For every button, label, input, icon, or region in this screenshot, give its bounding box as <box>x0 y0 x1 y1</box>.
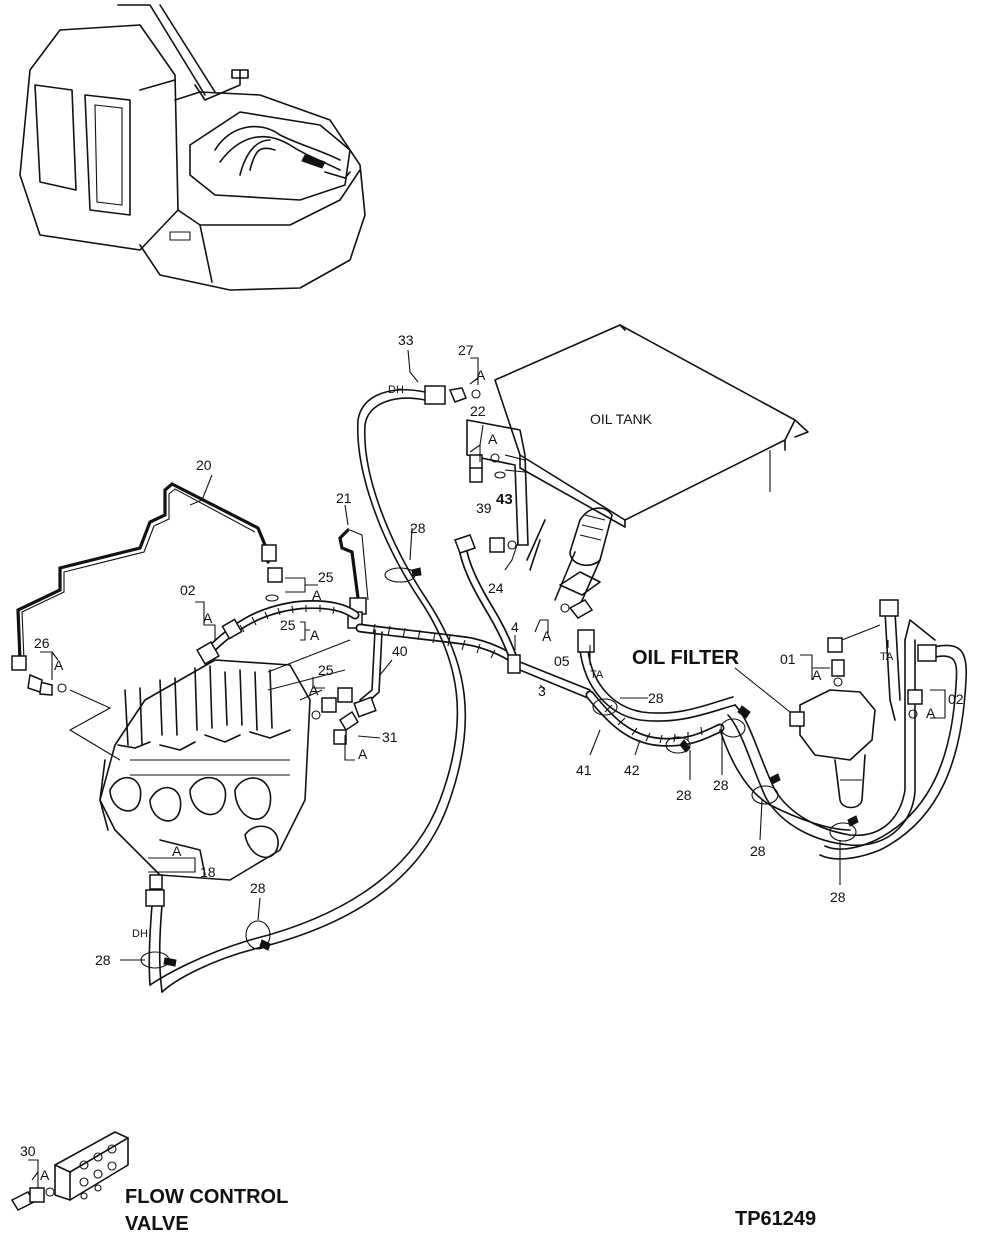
label-3: 3 <box>538 683 546 699</box>
label-a-2: A <box>488 431 498 447</box>
label-a-1: A <box>476 367 486 383</box>
hose-24 <box>454 534 520 667</box>
label-20: 20 <box>196 457 212 473</box>
label-a-11: A <box>926 705 936 721</box>
label-39: 39 <box>476 500 492 516</box>
label-dh-bottom: DH <box>132 928 148 940</box>
label-dh-top: DH <box>388 384 404 396</box>
label-a-3: A <box>203 610 213 626</box>
flow-control-label-line1: FLOW CONTROL <box>125 1186 288 1208</box>
flow-control-valve-icon <box>10 1131 129 1211</box>
label-42: 42 <box>624 762 640 778</box>
label-a-12: A <box>172 843 182 859</box>
oil-filter-label: OIL FILTER <box>632 647 740 669</box>
label-28-c: 28 <box>676 787 692 803</box>
label-26: 26 <box>34 635 50 651</box>
label-43: 43 <box>496 491 513 508</box>
label-a-10: A <box>812 667 822 683</box>
marker-labels: DH DH TA TA A A A A A A A A A A A A A <box>40 367 936 1183</box>
label-4: 4 <box>511 619 519 635</box>
hose-40 <box>337 623 520 718</box>
flow-control-label-line2: VALVE <box>125 1213 189 1235</box>
oil-tank-label: OIL TANK <box>590 411 653 427</box>
label-05: 05 <box>554 653 570 669</box>
hose-02-left <box>196 600 360 665</box>
label-31: 31 <box>382 729 398 745</box>
label-28-h: 28 <box>95 952 111 968</box>
label-ta-right: TA <box>880 651 894 663</box>
hose-33 <box>145 385 481 993</box>
label-18: 18 <box>200 864 216 880</box>
label-28-f: 28 <box>830 889 846 905</box>
label-02-left: 02 <box>180 582 196 598</box>
label-25-a: 25 <box>318 569 334 585</box>
label-a-6: A <box>309 682 319 698</box>
label-24: 24 <box>488 580 504 596</box>
label-a-4: A <box>312 587 322 603</box>
label-28-b: 28 <box>648 690 664 706</box>
oil-tank-icon: OIL TANK <box>466 324 809 571</box>
label-41: 41 <box>576 762 592 778</box>
label-28-g: 28 <box>250 880 266 896</box>
control-valve-icon <box>99 659 311 881</box>
label-30: 30 <box>20 1143 36 1159</box>
label-a-9: A <box>542 628 552 644</box>
label-25-b: 25 <box>280 617 296 633</box>
excavator-overview-icon <box>19 4 366 291</box>
label-a-13: A <box>40 1167 50 1183</box>
label-22: 22 <box>470 403 486 419</box>
label-ta-left: TA <box>590 669 604 681</box>
label-01: 01 <box>780 651 796 667</box>
label-28-d: 28 <box>713 777 729 793</box>
part-number-labels: 33 27 22 39 43 20 21 28 24 25 25 25 02 2… <box>20 332 964 1159</box>
label-28-a: 28 <box>410 520 426 536</box>
hose-clamp-icon <box>140 567 859 969</box>
label-21: 21 <box>336 490 352 506</box>
label-27: 27 <box>458 342 474 358</box>
label-a-7: A <box>358 746 368 762</box>
label-33: 33 <box>398 332 414 348</box>
label-40: 40 <box>392 643 408 659</box>
suction-pipe <box>554 507 613 606</box>
label-28-e: 28 <box>750 843 766 859</box>
label-25-c: 25 <box>318 662 334 678</box>
label-a-5: A <box>310 627 320 643</box>
label-a-8: A <box>54 657 64 673</box>
label-02-right: 02 <box>948 691 964 707</box>
oil-filter-icon <box>789 624 881 809</box>
figure-code: TP61249 <box>735 1208 816 1230</box>
fitting-icon <box>11 655 67 696</box>
